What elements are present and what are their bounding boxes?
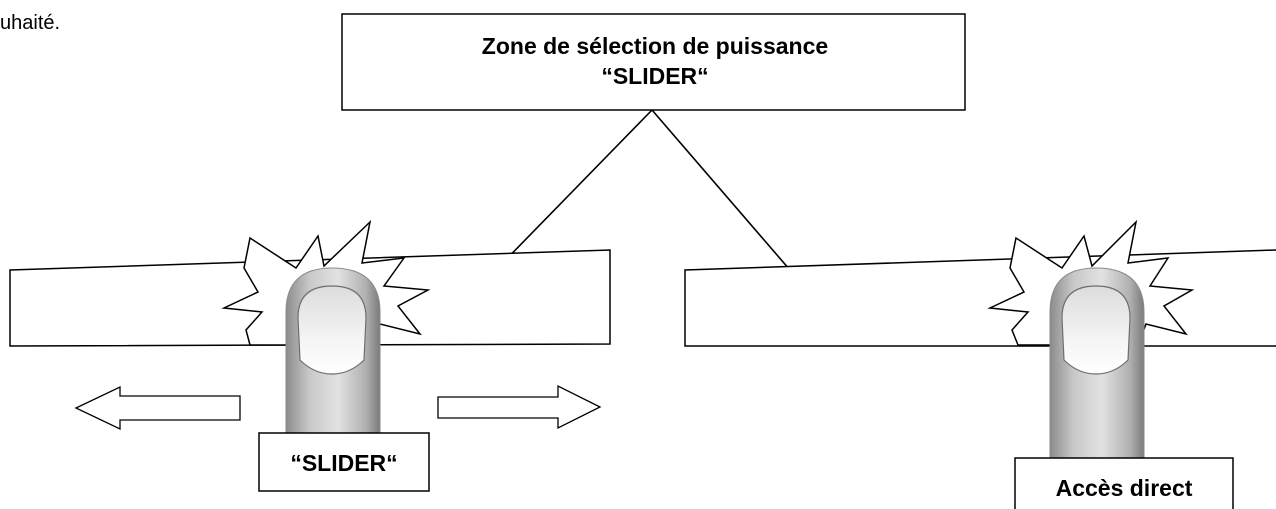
direct-access-label: Accès direct — [1056, 475, 1193, 501]
finger-right-icon — [1049, 267, 1145, 461]
callout-title: Zone de sélection de puissance — [482, 33, 828, 59]
intro-text: uhaité. — [0, 12, 60, 34]
finger-left-icon — [285, 267, 381, 441]
pointer-arrow-left — [488, 109, 653, 278]
direct-access-label-box: Accès direct — [1014, 457, 1234, 509]
slide-left-arrow-icon — [74, 385, 241, 431]
callout-subtitle: “SLIDER“ — [601, 63, 708, 89]
slider-label: “SLIDER“ — [290, 450, 397, 476]
slider-panel-right — [684, 249, 1276, 347]
slider-label-box: “SLIDER“ — [258, 432, 430, 492]
callout-box: Zone de sélection de puissance “SLIDER“ — [341, 13, 966, 111]
pointer-arrow-right — [651, 109, 798, 279]
slide-right-arrow-icon — [437, 384, 602, 430]
